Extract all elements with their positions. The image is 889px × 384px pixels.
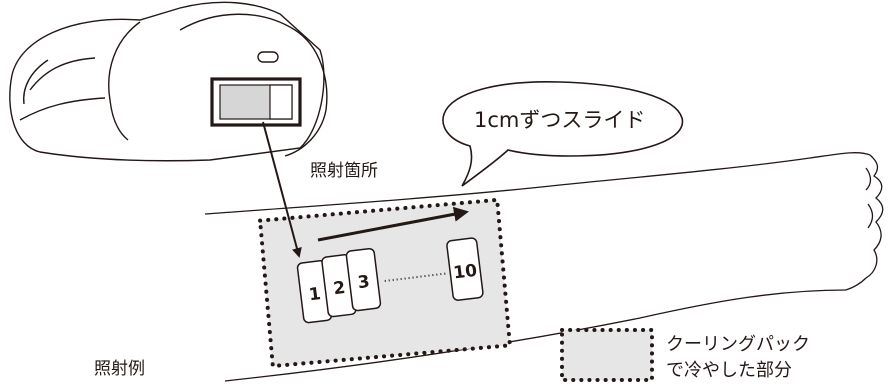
cooled-area <box>257 197 513 369</box>
device-icon <box>9 1 328 162</box>
example-label: 照射例 <box>94 359 145 379</box>
pad-3 <box>345 247 382 312</box>
legend-label-line1: クーリングパック <box>666 334 810 355</box>
pad-number: 10 <box>452 261 478 284</box>
irradiation-spot-label: 照射箇所 <box>310 161 378 181</box>
speech-bubble <box>442 80 684 187</box>
pointer-arrow <box>262 121 302 258</box>
slide-arrow <box>317 206 469 242</box>
legend-label-line2: で冷やした部分 <box>666 360 792 381</box>
pad-group: 1 2 3 10 <box>296 237 484 324</box>
legend-swatch <box>560 328 654 382</box>
pad-number: 3 <box>357 272 371 293</box>
pad-ellipsis <box>384 272 449 283</box>
pad-number: 1 <box>308 284 322 305</box>
pad-number: 2 <box>332 278 346 299</box>
pad-10 <box>446 237 484 301</box>
arm-icon <box>204 152 884 382</box>
speech-text: 1cmずつスライド <box>474 108 646 132</box>
